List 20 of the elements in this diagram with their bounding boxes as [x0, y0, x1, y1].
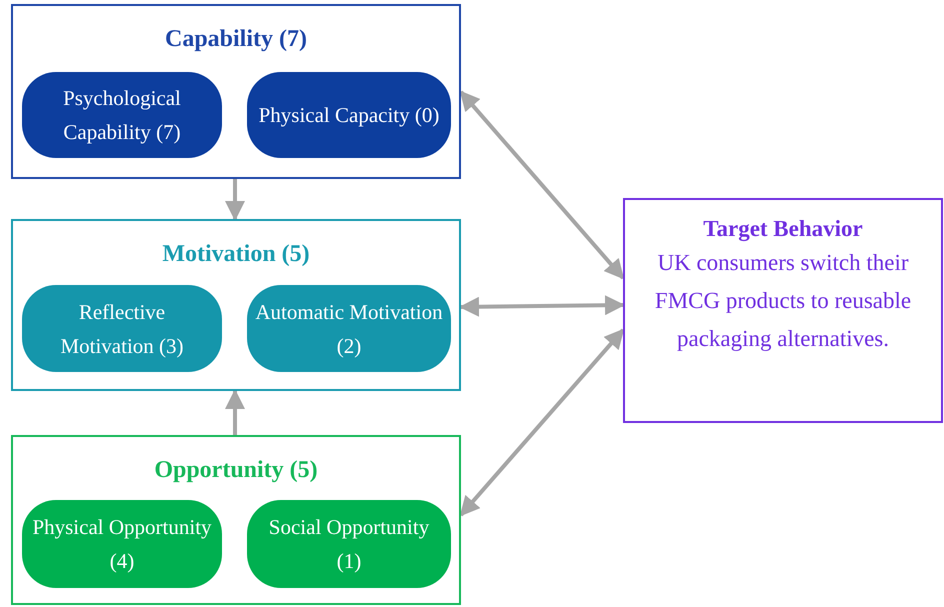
category-heading: Capability (7)	[164, 26, 308, 53]
category-box	[11, 4, 461, 179]
target-description: UK consumers switch their FMCG products to reusable packaging alternatives.	[654, 249, 912, 353]
target-heading: Target Behavior	[702, 215, 864, 244]
subcategory-pill: Reflective Motivation (3)	[22, 285, 222, 372]
arrow	[460, 328, 624, 516]
arrow	[225, 179, 245, 221]
subcategory-pill: Psychological Capability (7)	[22, 72, 222, 158]
category-box	[11, 219, 461, 391]
arrow	[460, 90, 624, 280]
subcategory-pill: Physical Capacity (0)	[247, 72, 451, 158]
subcategory-pill: Automatic Motivation (2)	[247, 285, 451, 372]
category-box	[11, 435, 461, 605]
arrow	[459, 295, 625, 317]
arrow	[225, 389, 245, 435]
category-heading: Motivation (5)	[161, 241, 311, 268]
target-box	[623, 198, 943, 423]
subcategory-pill: Social Opportunity (1)	[247, 500, 451, 588]
subcategory-pill: Physical Opportunity (4)	[22, 500, 222, 588]
category-heading: Opportunity (5)	[153, 457, 319, 484]
